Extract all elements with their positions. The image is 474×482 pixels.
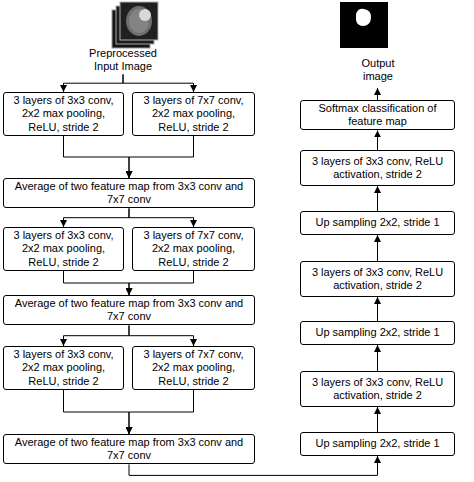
node-text: 3 layers of 3x3 conv, ReLU activation, s… xyxy=(303,155,452,181)
process-box: 3 layers of 3x3 conv, ReLU activation, s… xyxy=(300,261,455,297)
node-text: Average of two feature map from 3x3 conv… xyxy=(6,180,252,206)
node-text: Up sampling 2x2, stride 1 xyxy=(315,437,439,450)
flow-arrow xyxy=(64,74,124,92)
flow-arrow xyxy=(129,325,194,346)
flow-arrow xyxy=(129,208,194,227)
segmentation-output xyxy=(340,2,388,48)
flow-arrow xyxy=(123,74,194,92)
node-text: 3 layers of 3x3 conv, ReLU activation, s… xyxy=(303,376,452,402)
process-box: 3 layers of 7x7 conv, 2x2 max pooling, R… xyxy=(132,227,255,271)
flow-arrow xyxy=(129,271,194,295)
node-text: Preprocessed Input Image xyxy=(85,47,161,73)
node-text: Up sampling 2x2, stride 1 xyxy=(315,216,439,229)
node-text: Average of two feature map from 3x3 conv… xyxy=(6,297,252,323)
process-box: 3 layers of 7x7 conv, 2x2 max pooling, R… xyxy=(132,346,255,390)
node-text: Average of two feature map from 3x3 conv… xyxy=(6,436,252,462)
process-box: Average of two feature map from 3x3 conv… xyxy=(3,295,255,325)
flow-arrow xyxy=(377,130,378,150)
process-box: 3 layers of 3x3 conv, 2x2 max pooling, R… xyxy=(3,92,124,136)
process-box: 3 layers of 3x3 conv, ReLU activation, s… xyxy=(300,371,455,407)
node-text: 3 layers of 3x3 conv, 2x2 max pooling, R… xyxy=(6,94,121,134)
flow-arrow xyxy=(377,186,378,211)
flow-arrow xyxy=(129,136,194,178)
process-box: Up sampling 2x2, stride 1 xyxy=(300,211,455,235)
node-text: 3 layers of 7x7 conv, 2x2 max pooling, R… xyxy=(135,229,252,269)
process-box: Up sampling 2x2, stride 1 xyxy=(300,432,455,456)
flow-arrow xyxy=(64,271,130,295)
process-box: 3 layers of 3x3 conv, ReLU activation, s… xyxy=(300,150,455,186)
node-text: Softmax classification of feature map xyxy=(303,102,452,128)
flow-arrow xyxy=(377,88,378,100)
flow-arrow xyxy=(64,208,130,227)
flow-arrow xyxy=(377,235,378,261)
flow-arrow xyxy=(377,407,378,432)
node-text: 3 layers of 3x3 conv, 2x2 max pooling, R… xyxy=(6,348,121,388)
process-box: Softmax classification of feature map xyxy=(300,100,455,130)
flow-arrow xyxy=(64,325,130,346)
flow-arrow xyxy=(377,297,378,321)
flow-arrow xyxy=(64,390,130,434)
flow-arrow xyxy=(64,136,130,178)
process-box: Average of two feature map from 3x3 conv… xyxy=(3,178,255,208)
process-box: Up sampling 2x2, stride 1 xyxy=(300,321,455,345)
mri-input-stack xyxy=(112,2,158,48)
process-box: 3 layers of 3x3 conv, 2x2 max pooling, R… xyxy=(3,227,124,271)
node-text: 3 layers of 3x3 conv, 2x2 max pooling, R… xyxy=(6,229,121,269)
process-box: 3 layers of 7x7 conv, 2x2 max pooling, R… xyxy=(132,92,255,136)
node-text: Output image xyxy=(350,57,406,83)
process-box: 3 layers of 3x3 conv, 2x2 max pooling, R… xyxy=(3,346,124,390)
node-text: 3 layers of 3x3 conv, ReLU activation, s… xyxy=(303,266,452,292)
input-image-label: Preprocessed Input Image xyxy=(83,46,163,74)
output-image-label: Output image xyxy=(348,52,408,88)
process-box: Average of two feature map from 3x3 conv… xyxy=(3,434,255,464)
flow-arrow xyxy=(377,345,378,371)
node-text: 3 layers of 7x7 conv, 2x2 max pooling, R… xyxy=(135,348,252,388)
node-text: 3 layers of 7x7 conv, 2x2 max pooling, R… xyxy=(135,94,252,134)
node-text: Up sampling 2x2, stride 1 xyxy=(315,326,439,339)
flow-arrow xyxy=(129,390,194,434)
